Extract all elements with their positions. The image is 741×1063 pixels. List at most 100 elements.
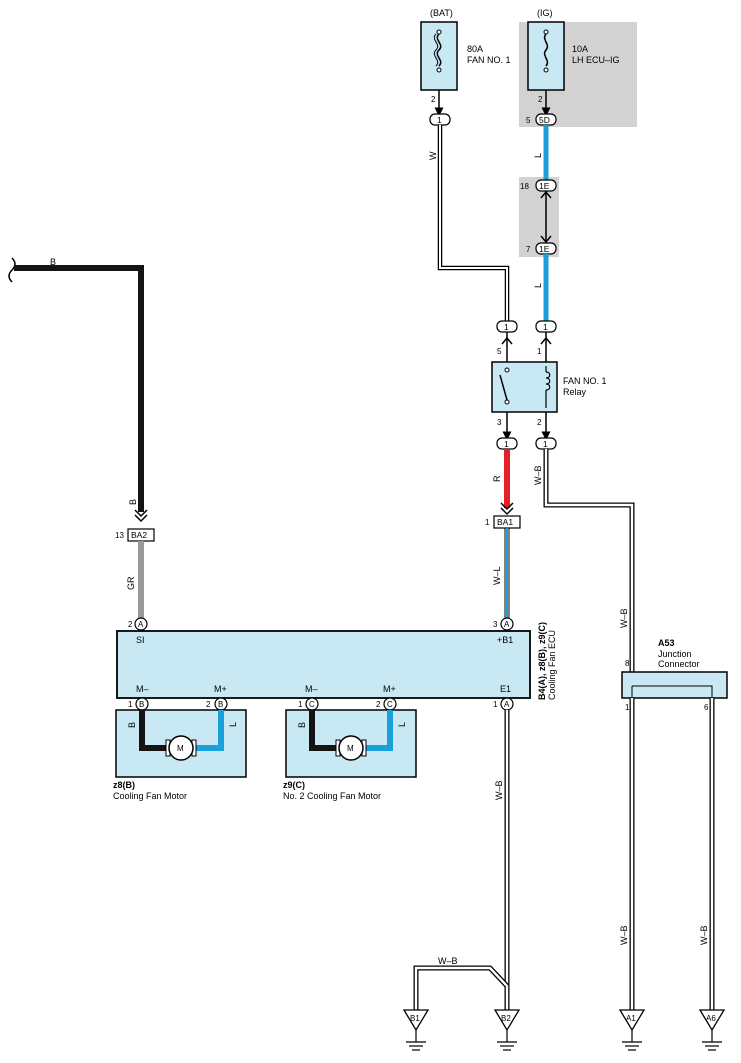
pin-label: 7 — [526, 245, 531, 254]
cooling-fan-ecu — [116, 630, 531, 699]
connector-label: 1E — [539, 244, 550, 254]
wire-w — [437, 125, 510, 321]
connector-label: C — [387, 700, 393, 709]
pin-label: 5 — [497, 347, 502, 356]
pin-label: 2 — [206, 700, 211, 709]
wire-label-l: L — [228, 722, 238, 727]
wire-label-l: L — [397, 722, 407, 727]
wire-label-wb: W–B — [619, 608, 629, 628]
pin-label: 8 — [625, 659, 630, 668]
fuse-10a-name: LH ECU–IG — [572, 55, 620, 65]
wire-label-wb: W–B — [533, 465, 543, 485]
pin-label: 5 — [526, 116, 531, 125]
connector-label: 1 — [543, 322, 548, 332]
ecu-pin-m-plus: M+ — [383, 684, 396, 694]
pin-label: 3 — [493, 620, 498, 629]
wire-b-black — [14, 265, 144, 512]
pin-label: 2 — [376, 700, 381, 709]
connector-label: BA2 — [131, 530, 147, 540]
ig-source-label: (IG) — [537, 8, 553, 18]
connector-a — [134, 617, 148, 631]
motor-symbol: M — [177, 744, 184, 753]
wire-label-b: B — [297, 722, 307, 728]
ground-label: B1 — [410, 1014, 420, 1023]
ecu-pin-b1: +B1 — [497, 635, 513, 645]
ecu-pin-si: SI — [136, 635, 145, 645]
connector-label: C — [309, 700, 315, 709]
wire-label-b: B — [50, 257, 56, 267]
wire-label-gr: GR — [126, 576, 136, 590]
bat-source-label: (BAT) — [430, 8, 453, 18]
pin-label: 1 — [298, 700, 303, 709]
wire-label-wb: W–B — [699, 925, 709, 945]
connector-label: A — [504, 620, 510, 629]
fuse-10a-rating: 10A — [572, 44, 588, 54]
wire-label-w: W — [428, 151, 438, 160]
ecu-pin-e1: E1 — [500, 684, 511, 694]
wire-label-b: B — [128, 499, 138, 505]
pin-label: 2 — [537, 418, 542, 427]
relay-label-line1: FAN NO. 1 — [563, 376, 607, 386]
pin-label: 1 — [128, 700, 133, 709]
ecu-name: Cooling Fan ECU — [547, 630, 557, 700]
wire-label-wb: W–B — [494, 780, 504, 800]
pin-label: 6 — [704, 703, 709, 712]
wire-label-l: L — [533, 153, 543, 158]
ground-label: B2 — [501, 1014, 511, 1023]
connector-label: 1E — [539, 181, 550, 191]
motor2-name: No. 2 Cooling Fan Motor — [283, 791, 381, 801]
motor2-id: z9(C) — [283, 780, 305, 790]
wire-label-wb: W–B — [438, 956, 458, 966]
wire-label-r: R — [492, 475, 502, 482]
ground-b1 — [402, 1009, 430, 1051]
ecu-pin-m-minus: M– — [136, 684, 149, 694]
motor-symbol: M — [347, 744, 354, 753]
junction-connector-a53 — [621, 671, 728, 699]
motor-icon — [338, 735, 364, 761]
motor-icon — [168, 735, 194, 761]
connector-label: 1 — [437, 115, 442, 125]
motor1-name: Cooling Fan Motor — [113, 791, 187, 801]
fuse-80a — [420, 21, 458, 91]
pin-label: 1 — [493, 700, 498, 709]
connector-label: A — [138, 620, 144, 629]
ground-a1 — [618, 1009, 646, 1051]
fuse-10a — [527, 21, 565, 91]
pin-label: 2 — [431, 95, 436, 104]
connector-label: B — [218, 700, 223, 709]
connector-label: 1 — [543, 439, 548, 449]
wire-label-b: B — [127, 722, 137, 728]
motor1-id: z8(B) — [113, 780, 135, 790]
junction-line1: Junction — [658, 649, 692, 659]
fuse-80a-name: FAN NO. 1 — [467, 55, 511, 65]
fan-relay — [491, 361, 558, 413]
junction-id: A53 — [658, 638, 675, 648]
connector-label: 5D — [539, 115, 550, 125]
pin-label: 1 — [625, 703, 630, 712]
connector-label: A — [504, 700, 510, 709]
fuse-80a-rating: 80A — [467, 44, 483, 54]
junction-line2: Connector — [658, 659, 700, 669]
connector-label: 1 — [504, 322, 509, 332]
ground-label: A1 — [626, 1014, 636, 1023]
pin-label: 1 — [537, 347, 542, 356]
pin-label: 2 — [538, 95, 543, 104]
wire-wb — [544, 449, 634, 672]
ecu-pin-m-plus: M+ — [214, 684, 227, 694]
ground-a6 — [698, 1009, 726, 1051]
ecu-id: B4(A), z8(B), z9(C) — [537, 622, 547, 700]
ecu-pin-m-minus: M– — [305, 684, 318, 694]
connector-label: BA1 — [497, 517, 513, 527]
connector-label: B — [139, 700, 144, 709]
relay-label-line2: Relay — [563, 387, 587, 397]
wire-label-wl: W–L — [492, 566, 502, 585]
pin-label: 18 — [520, 182, 529, 191]
wire-label-l: L — [533, 283, 543, 288]
pin-label: 1 — [485, 518, 490, 527]
ground-label: A6 — [706, 1014, 716, 1023]
pin-label: 13 — [115, 531, 124, 540]
wire-label-wb: W–B — [619, 925, 629, 945]
ground-b2 — [493, 1009, 521, 1051]
connector-label: 1 — [504, 439, 509, 449]
